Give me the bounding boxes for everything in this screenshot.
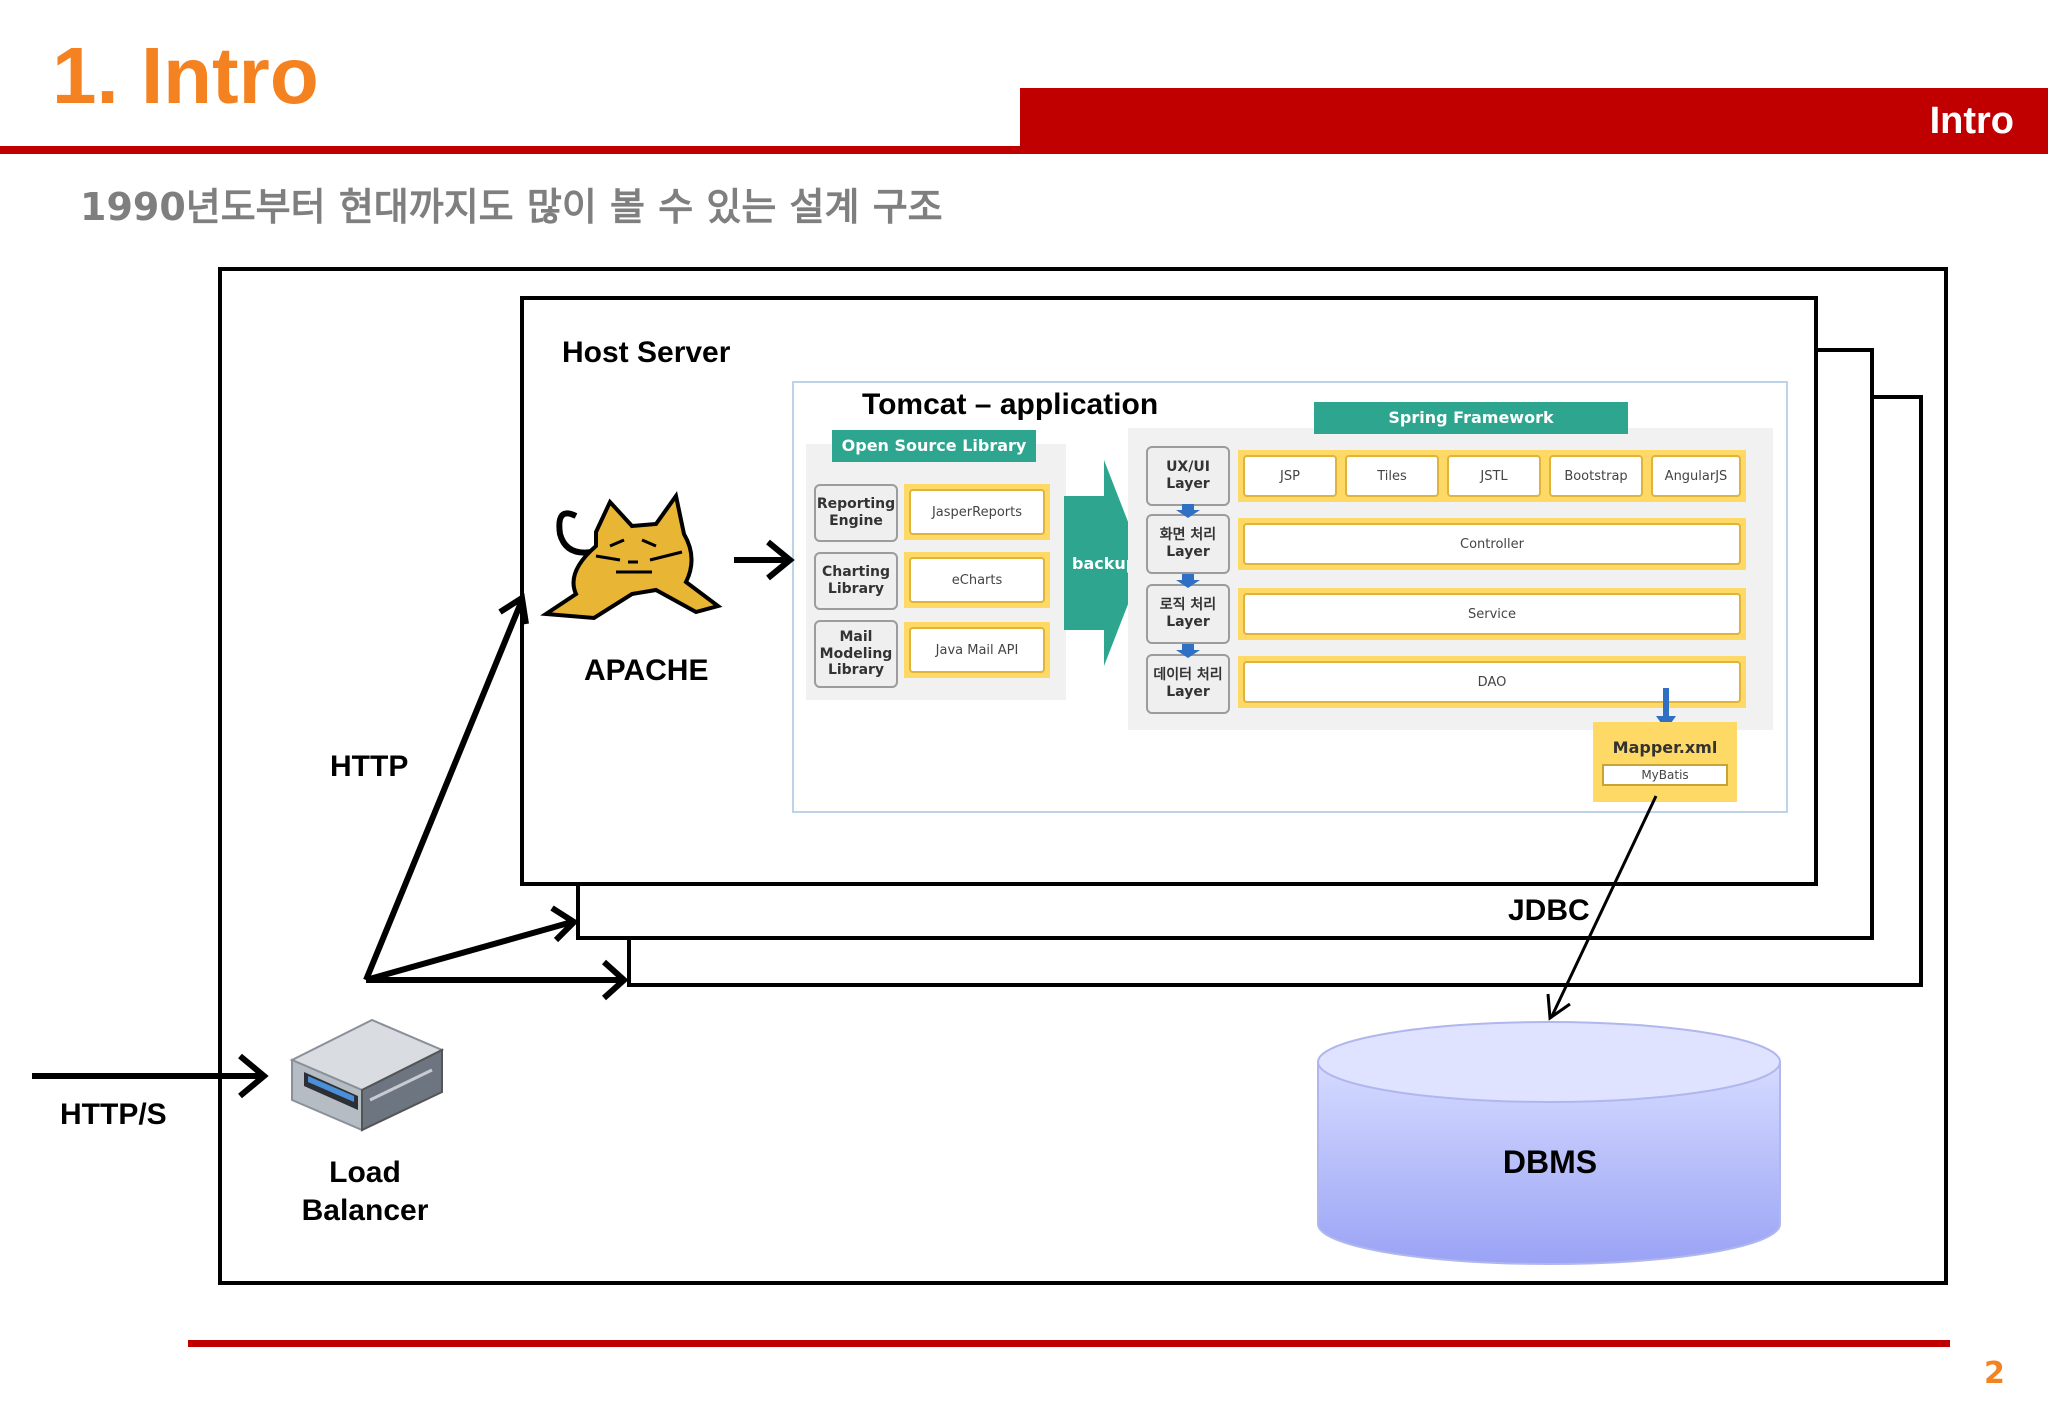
controller-box: Controller xyxy=(1238,518,1746,570)
echarts-box: eCharts xyxy=(904,552,1050,608)
apache-to-tomcat-arrow-icon xyxy=(734,539,795,581)
backup-label: backup xyxy=(1072,554,1138,573)
dao-box: DAO xyxy=(1238,656,1746,708)
apache-label: APACHE xyxy=(584,654,709,687)
service-box: Service xyxy=(1238,588,1746,640)
https-label: HTTP/S xyxy=(60,1098,167,1131)
jstl-box: JSTL xyxy=(1442,450,1546,502)
load-balancer-icon xyxy=(289,1018,445,1132)
tomcat-label: Tomcat – application xyxy=(862,388,1159,421)
open-source-library-header: Open Source Library xyxy=(832,430,1036,462)
page-title: 1. Intro xyxy=(52,31,319,120)
section-tab-label: Intro xyxy=(1929,100,2014,142)
dbms-cylinder-icon xyxy=(1317,1021,1781,1265)
title-underline xyxy=(0,146,1022,154)
angularjs-box: AngularJS xyxy=(1646,450,1746,502)
bootstrap-box: Bootstrap xyxy=(1544,450,1648,502)
jdbc-label: JDBC xyxy=(1508,894,1590,927)
layer-flow-arrows-icon xyxy=(1176,504,1200,658)
jsp-box: JSP xyxy=(1238,450,1342,502)
infrastructure-frame xyxy=(218,267,1948,1285)
java-mail-api-box: Java Mail API xyxy=(904,622,1050,678)
backup-arrow-icon xyxy=(1064,460,1144,666)
page-subtitle: 1990년도부터 현대까지도 많이 볼 수 있는 설계 구조 xyxy=(80,185,943,229)
dbms-label: DBMS xyxy=(1502,1144,1598,1180)
spring-framework-header: Spring Framework xyxy=(1314,402,1628,434)
footer-rule xyxy=(188,1340,1950,1347)
page-number: 2 xyxy=(1984,1356,2005,1391)
jasperreports-box: JasperReports xyxy=(904,484,1050,540)
tiles-box: Tiles xyxy=(1340,450,1444,502)
mapper-xml-label: Mapper.xml xyxy=(1612,738,1718,757)
mybatis-label: MyBatis xyxy=(1602,764,1728,786)
host-server-label: Host Server xyxy=(562,336,731,369)
tomcat-cat-icon xyxy=(540,491,723,621)
section-banner xyxy=(1020,88,2048,154)
http-label: HTTP xyxy=(330,750,409,783)
mapper-xml-box xyxy=(1593,722,1737,802)
